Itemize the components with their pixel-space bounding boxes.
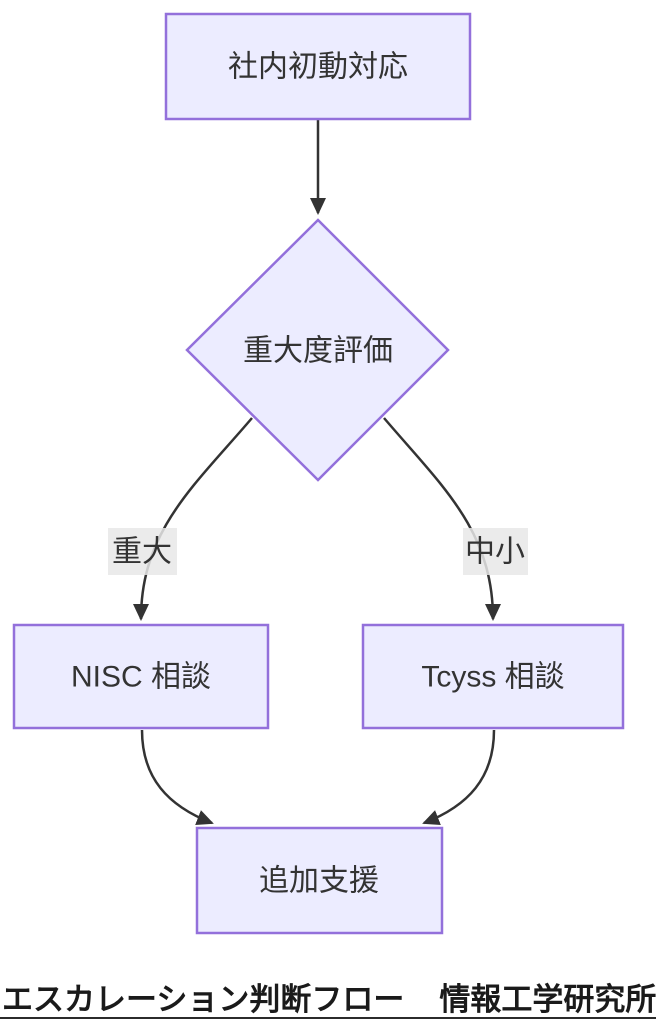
footer-caption: エスカレーション判断フロー情報工学研究所	[2, 983, 656, 1017]
edge-label-minor-small-text: 中小	[465, 536, 525, 569]
node-nisc-consult-box	[12, 623, 270, 730]
edge-label-minor-small-bg	[463, 528, 528, 575]
flow-title: エスカレーション判断フロー	[2, 982, 405, 1017]
escalation-flowchart: 重大 中小 社内初動対応 重大度評価 NISC 相談 Tcyss 相談 追加支援	[12, 12, 625, 935]
node-severity-assessment-diamond	[185, 218, 450, 482]
node-additional-support: 追加支援	[195, 826, 444, 935]
edge-assessment-to-tcyss	[383, 417, 501, 621]
node-severity-assessment-label: 重大度評価	[243, 335, 393, 368]
node-additional-support-label: 追加支援	[259, 865, 379, 898]
footer-divider	[0, 1017, 656, 1019]
node-nisc-consult-label: NISC 相談	[71, 661, 211, 694]
node-severity-assessment: 重大度評価	[185, 218, 450, 482]
edge-nisc-to-support	[140, 729, 214, 826]
edge-label-major: 重大	[108, 528, 177, 575]
edge-label-major-bg	[108, 528, 177, 575]
node-initial-response-box	[164, 12, 472, 121]
node-additional-support-box	[195, 826, 444, 935]
node-initial-response-label: 社内初動対応	[228, 51, 408, 84]
edge-assessment-to-nisc	[133, 417, 253, 621]
edge-label-minor-small: 中小	[463, 528, 528, 575]
organization-name: 情報工学研究所	[439, 982, 656, 1017]
node-tcyss-consult: Tcyss 相談	[361, 623, 625, 730]
node-nisc-consult: NISC 相談	[12, 623, 270, 730]
edge-label-major-text: 重大	[112, 536, 172, 569]
node-tcyss-consult-label: Tcyss 相談	[421, 661, 564, 694]
node-initial-response: 社内初動対応	[164, 12, 472, 121]
node-tcyss-consult-box	[361, 623, 625, 730]
edge-tcyss-to-support	[422, 729, 496, 826]
